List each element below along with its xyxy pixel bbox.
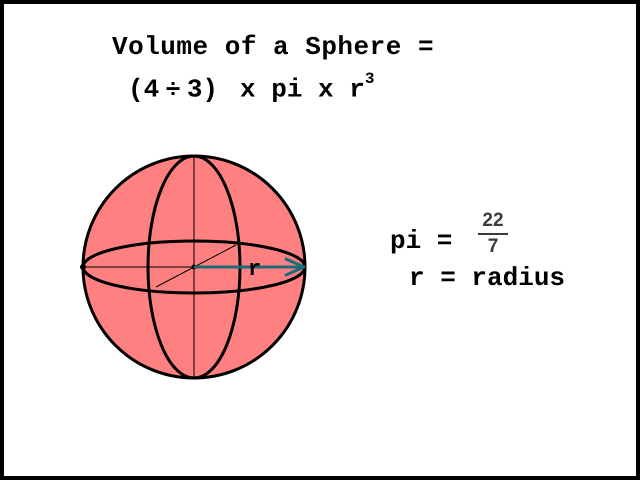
formula-open: (4 — [128, 74, 160, 105]
radius-definition: r = radius — [409, 263, 566, 293]
title: Volume of a Sphere = — [112, 32, 435, 62]
divide-symbol: ÷ — [165, 74, 181, 105]
pi-definition-label: pi = — [390, 226, 453, 256]
volume-formula: (4÷3) x pi x r3 — [128, 70, 374, 105]
radius-arrow-head — [284, 257, 306, 277]
pi-denominator: 7 — [487, 236, 499, 257]
fraction-bar — [478, 233, 508, 235]
sphere-diagram: r — [80, 154, 307, 380]
formula-close: 3) — [186, 74, 219, 105]
pi-numerator: 22 — [482, 210, 504, 231]
left-endpoint-dot — [80, 264, 86, 270]
formula-rest: x pi x r — [240, 74, 365, 105]
radius-label: r — [248, 257, 261, 282]
formula-exponent: 3 — [364, 70, 375, 88]
pi-fraction: 22 7 — [476, 210, 510, 258]
